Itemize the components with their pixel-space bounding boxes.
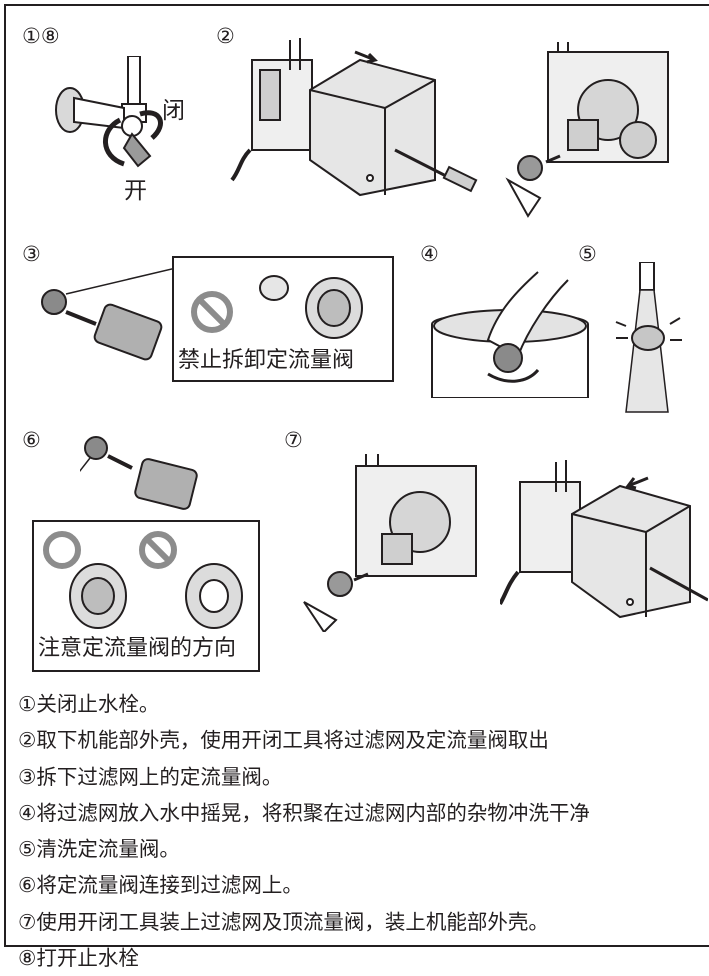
warning-illustration	[191, 275, 363, 339]
step-number-2: ②	[216, 24, 235, 48]
remove-cover-figure	[230, 38, 478, 197]
caution-text: 注意定流量阀的方向	[38, 636, 237, 661]
step-number-7: ⑦	[284, 428, 303, 452]
step-number-5: ⑤	[578, 242, 597, 266]
instruction-step-5: ⑤清洗定流量阀。	[18, 837, 180, 862]
rinse-valve-figure	[615, 262, 682, 413]
close-label: 闭	[162, 98, 185, 124]
open-label: 开	[124, 178, 147, 204]
instruction-step-7: ⑦使用开闭工具装上过滤网及顶流量阀，装上机能部外壳。	[18, 909, 549, 934]
correct-icon	[43, 531, 81, 569]
step-number-1-8: ①⑧	[22, 24, 60, 48]
step-number-6: ⑥	[22, 428, 41, 452]
instruction-step-1: ①关闭止水栓。	[18, 692, 160, 716]
valve-orientation-illustration	[43, 531, 243, 629]
step-number-4: ④	[420, 242, 439, 266]
instruction-step-2: ②取下机能部外壳，使用开闭工具将过滤网及定流量阀取出	[18, 728, 549, 753]
warning-text: 禁止拆卸定流量阀	[178, 348, 355, 373]
prohibited-icon	[191, 291, 233, 333]
instruction-step-6: ⑥将定流量阀连接到过滤网上。	[18, 873, 303, 898]
prohibited-icon	[139, 531, 177, 569]
filter-valve-figure	[41, 268, 176, 361]
page-border	[4, 4, 709, 947]
install-filter-figure	[303, 454, 477, 632]
remove-filter-figure	[505, 42, 669, 218]
attach-valve-figure	[80, 436, 198, 510]
instruction-step-4: ④将过滤网放入水中摇晃，将积聚在过滤网内部的杂物冲洗干净	[18, 800, 590, 825]
instruction-step-3: ③拆下过滤网上的定流量阀。	[18, 764, 283, 789]
stop-valve-figure	[55, 56, 163, 168]
install-cover-figure	[500, 460, 708, 619]
manual-page: ①⑧ 闭 开 ②	[4, 4, 709, 970]
step-number-3: ③	[22, 242, 41, 266]
instruction-step-8: ⑧打开止水栓	[18, 946, 139, 971]
wash-in-water-figure	[431, 271, 589, 398]
instructions-list: ①关闭止水栓。 ②取下机能部外壳，使用开闭工具将过滤网及定流量阀取出 ③拆下过滤…	[18, 686, 708, 976]
